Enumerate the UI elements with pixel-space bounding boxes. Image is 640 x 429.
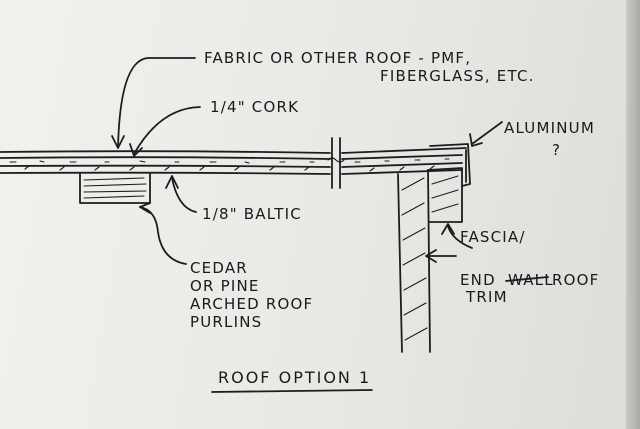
roof-fabric-line bbox=[0, 150, 331, 154]
label-fascia-2-start: END bbox=[460, 271, 496, 289]
label-fascia-1: FASCIA/ bbox=[460, 228, 526, 246]
purlin-block bbox=[79, 173, 151, 204]
aluminum-edge-trim bbox=[429, 143, 471, 187]
label-aluminum: ALUMINUM bbox=[504, 119, 595, 137]
label-fascia-2-end: ROOF bbox=[552, 271, 599, 289]
label-purlin-2: OR PINE bbox=[190, 277, 260, 295]
wall-post bbox=[397, 169, 431, 353]
label-purlin-1: CEDAR bbox=[190, 259, 248, 277]
cork-bottom-line bbox=[0, 164, 331, 168]
fascia-trim-block bbox=[427, 167, 463, 223]
label-purlin-3: ARCHED ROOF bbox=[190, 295, 313, 313]
roof-fabric-line-right bbox=[341, 147, 467, 154]
label-cork: 1/4" CORK bbox=[210, 98, 299, 116]
label-fascia-2-struck: WALL bbox=[508, 271, 554, 289]
cork-top-line bbox=[0, 156, 331, 160]
label-aluminum-query: ? bbox=[552, 141, 561, 159]
roof-layers-left bbox=[0, 150, 331, 175]
label-baltic: 1/8" BALTIC bbox=[202, 205, 302, 223]
baltic-bottom-line bbox=[0, 171, 331, 175]
strikethrough-mark bbox=[505, 276, 549, 282]
label-roof-fabric-1: FABRIC OR OTHER ROOF - PMF, bbox=[204, 49, 471, 67]
roof-layers-right bbox=[341, 147, 467, 175]
title-underline bbox=[211, 389, 373, 393]
leader-arrows bbox=[111, 57, 503, 265]
label-purlin-4: PURLINS bbox=[190, 313, 262, 331]
diagram-title: ROOF OPTION 1 bbox=[218, 368, 371, 387]
break-line-symbol bbox=[327, 137, 345, 189]
cork-texture bbox=[9, 160, 315, 171]
label-fascia-3: TRIM bbox=[465, 288, 508, 306]
arrow-roof-fabric bbox=[117, 57, 196, 149]
label-roof-fabric-2: FIBERGLASS, ETC. bbox=[380, 67, 535, 85]
arrow-fascia bbox=[447, 225, 473, 249]
notebook-binding-edge bbox=[626, 0, 640, 429]
arrow-purlin bbox=[139, 206, 187, 265]
arrow-cork bbox=[133, 106, 201, 155]
arrow-aluminum bbox=[471, 121, 503, 145]
arrow-baltic bbox=[171, 177, 197, 213]
